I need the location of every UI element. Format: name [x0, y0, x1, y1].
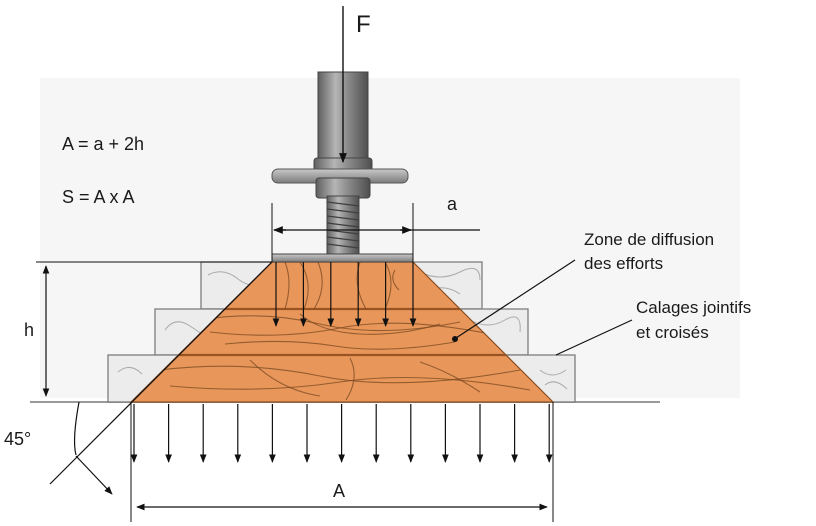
dimension-h-label: h	[24, 320, 34, 340]
dimension-A: A	[130, 402, 554, 522]
dimension-A-label: A	[333, 481, 345, 501]
diffusion-45-line	[49, 261, 273, 485]
formula-S: S = A x A	[62, 187, 135, 207]
angle-indicator: 45°	[4, 261, 273, 495]
calage-label-line2: et croisés	[636, 323, 709, 342]
callout-zone-diffusion: Zone de diffusion des efforts	[452, 230, 714, 342]
dimension-a-label: a	[447, 194, 458, 214]
zone-label-line1: Zone de diffusion	[584, 230, 714, 249]
dimension-a: a	[271, 194, 480, 262]
calage-label-line1: Calages jointifs	[636, 298, 751, 317]
dimension-h: h	[24, 261, 272, 397]
ground-pressure-arrows	[130, 404, 553, 463]
formula-A: A = a + 2h	[62, 134, 144, 154]
zone-label-line2: des efforts	[584, 254, 663, 273]
force-label: F	[356, 11, 371, 38]
jack-base-plate	[271, 253, 414, 263]
angle-label: 45°	[4, 429, 31, 449]
callout-calages: Calages jointifs et croisés	[555, 298, 751, 356]
inner-pressure-arrows	[272, 262, 417, 327]
jack-nut	[315, 177, 371, 199]
